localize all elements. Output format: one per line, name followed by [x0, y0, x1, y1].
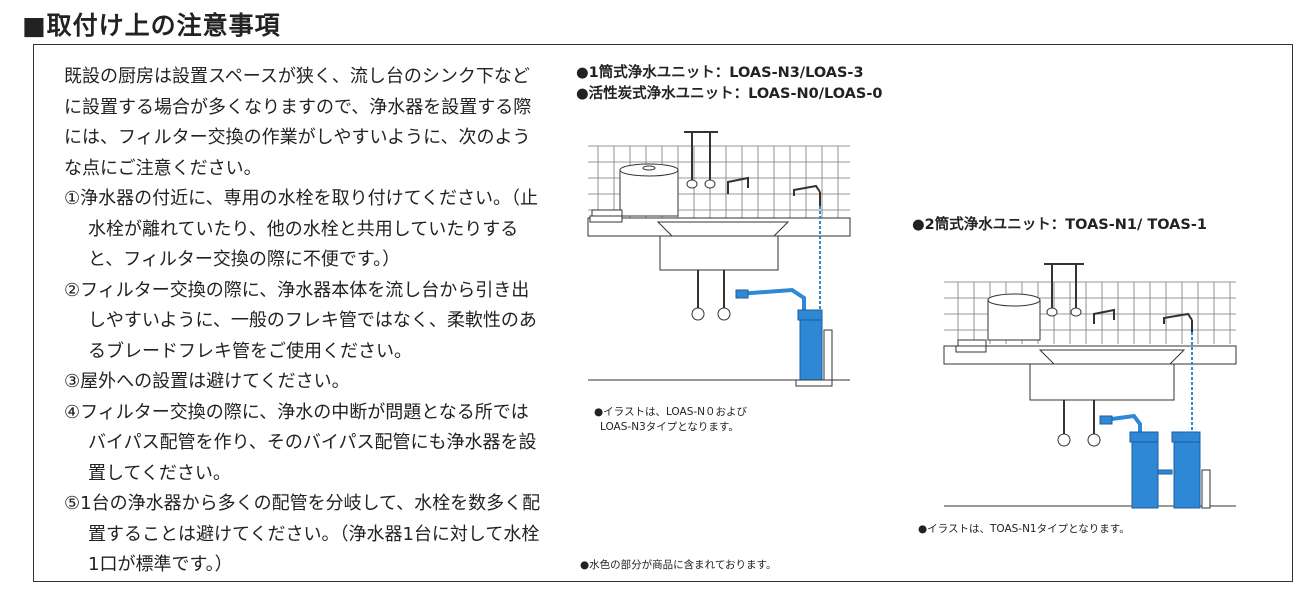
figure1-note-1: ●イラストは、LOAS-N０および [594, 406, 747, 418]
figure1-caption-2: ●活性炭式浄水ユニット：LOAS-N0/LOAS-0 [576, 86, 883, 102]
footnote: ●水色の部分が商品に含まれております。 [580, 559, 777, 571]
content-frame [33, 44, 1293, 582]
figure2-note: ●イラストは、TOAS-N1タイプとなります。 [918, 523, 1130, 535]
page-title: ■取付け上の注意事項 [22, 11, 281, 40]
figure1-note-2: LOAS-N3タイプとなります。 [600, 421, 739, 433]
caution-item-5: ⑤1台の浄水器から多くの配管を分岐して、水栓を数多く配置することは避けてください… [64, 493, 541, 575]
caution-item-2: ②フィルター交換の際に、浄水器本体を流し台から引き出しやすいように、一般のフレキ… [64, 279, 537, 362]
double-unit-illustration [943, 263, 1237, 509]
figure1-caption-1: ●1筒式浄水ユニット：LOAS-N3/LOAS-3 [576, 65, 864, 81]
figure2-caption: ●2筒式浄水ユニット：TOAS-N1/ TOAS-1 [912, 217, 1207, 233]
caution-item-4: ④フィルター交換の際に、浄水の中断が問題となる所ではバイパス配管を作り、そのバイ… [64, 401, 537, 484]
caution-text: 既設の厨房は設置スペースが狭く、流し台のシンク下などに設置する場合が多くなります… [64, 62, 544, 581]
intro-paragraph: 既設の厨房は設置スペースが狭く、流し台のシンク下などに設置する場合が多くなります… [64, 66, 532, 179]
caution-item-3: ③屋外への設置は避けてください。 [64, 371, 350, 392]
caution-item-1: ①浄水器の付近に、専用の水栓を取り付けてください。（止水栓が離れていたり、他の水… [64, 188, 539, 270]
single-unit-illustration [587, 131, 851, 387]
